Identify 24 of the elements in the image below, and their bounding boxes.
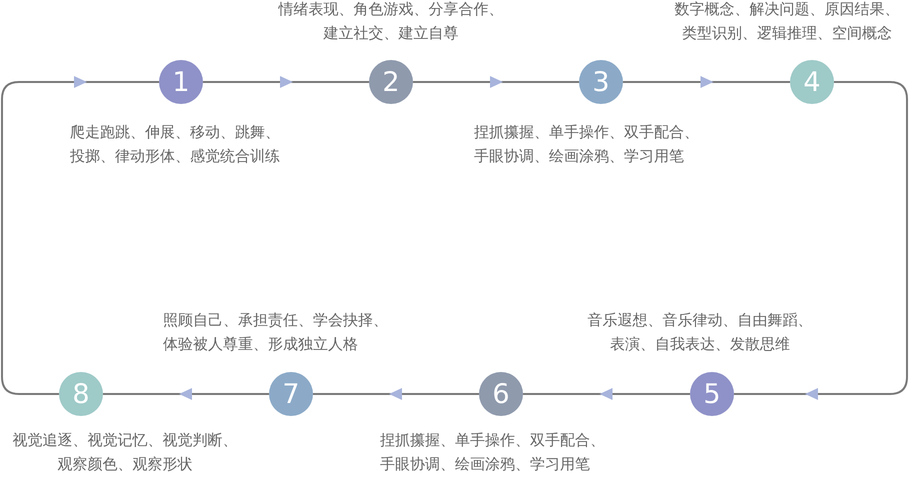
- step-circle: 2: [369, 60, 413, 104]
- arrow: [734, 81, 908, 400]
- step-description: 情绪表现、角色游戏、分享合作、建立社交、建立自尊: [277, 0, 504, 44]
- step-circle: 7: [269, 372, 313, 416]
- step-circle: 5: [690, 372, 734, 416]
- step-description: 捏抓攥握、单手操作、双手配合、手眼协调、绘画涂鸦、学习用笔: [380, 430, 606, 475]
- step-description: 爬走跑跳、伸展、移动、跳舞、投掷、律动形体、感觉统合训练: [70, 122, 281, 167]
- arrow: [203, 76, 369, 88]
- arrow: [413, 76, 579, 88]
- step-circle: 8: [59, 372, 103, 416]
- step-description: 数字概念、解决问题、原因结果、类型识别、逻辑推理、空间概念: [674, 0, 900, 44]
- step-circle: 3: [579, 60, 623, 104]
- step-description: 视觉追逐、视觉记忆、视觉判断、观察颜色、观察形状: [12, 430, 238, 475]
- arrow: [1, 76, 159, 395]
- arrow: [623, 76, 790, 88]
- step-circle: 1: [159, 60, 203, 104]
- step-description: 捏抓攥握、单手操作、双手配合、手眼协调、绘画涂鸦、学习用笔: [474, 122, 700, 167]
- arrow: [103, 388, 269, 400]
- arrow: [523, 388, 690, 400]
- step-circle: 4: [790, 60, 834, 104]
- step-description: 照顾自己、承担责任、学会抉择、体验被人尊重、形成独立人格: [163, 310, 389, 355]
- step-description: 音乐遐想、音乐律动、自由舞蹈、表演、自我表达、发散思维: [586, 310, 814, 355]
- arrow: [313, 388, 479, 400]
- step-circle: 6: [479, 372, 523, 416]
